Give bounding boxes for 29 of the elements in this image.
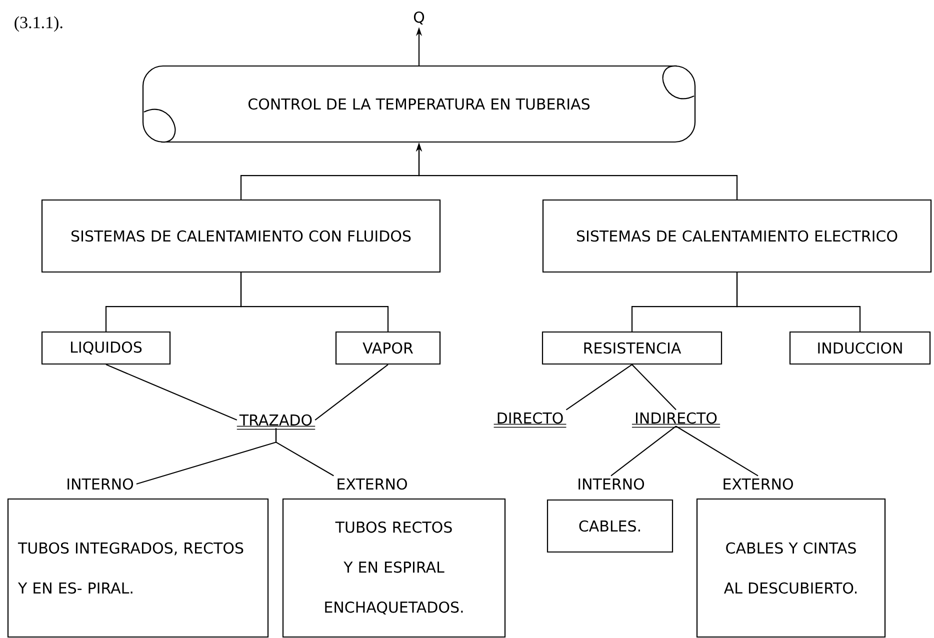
connector [240,272,389,332]
process-box: VAPOR [335,331,441,365]
scroll-banner: CONTROL DE LA TEMPERATURA EN TUBERIAS [142,65,696,143]
connector [566,364,632,410]
branch-label: EXTERNO [338,478,407,490]
description-box: CABLES. [546,499,674,553]
process-box: SISTEMAS DE CALENTAMIENTO CON FLUIDOS [41,199,441,273]
branch-label: INTERNO [578,478,644,490]
underlined-heading: TRAZADO [236,414,316,430]
process-box: LIQUIDOS [41,331,171,365]
connector [275,428,334,476]
process-box: INDUCCION [789,331,931,365]
branch-label: EXTERNO [724,478,793,490]
description-box: CABLES Y CINTAS AL DESCUBIERTO. [696,498,886,638]
connector [314,364,388,420]
underlined-heading: INDIRECTO [632,412,720,428]
description-box: TUBOS INTEGRADOS, RECTOS Y EN ES- PIRAL. [7,498,269,638]
process-box: SISTEMAS DE CALENTAMIENTO ELECTRICO [542,199,932,273]
process-box: RESISTENCIA [542,331,722,365]
connector [632,364,676,410]
connector [106,364,238,421]
branch-label: INTERNO [68,478,134,490]
connector [736,272,861,332]
output-label: Q [414,11,424,25]
connector [676,426,758,476]
underlined-heading: DIRECTO [493,412,567,428]
figure-number: (3.1.1). [14,16,62,32]
description-box: TUBOS RECTOS Y EN ESPIRAL ENCHAQUETADOS. [282,498,506,638]
connector [610,426,676,476]
